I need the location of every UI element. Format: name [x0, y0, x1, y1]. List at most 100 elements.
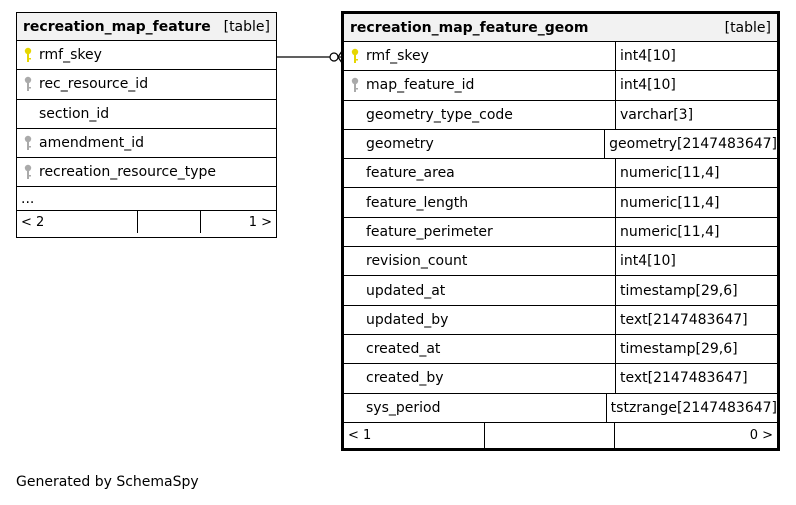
primary-key-icon: [344, 42, 366, 70]
table-row[interactable]: feature_length numeric[11,4]: [344, 188, 777, 218]
column-type: int4[10]: [615, 71, 777, 100]
table-row[interactable]: amendment_id: [17, 129, 276, 159]
column-type: tstzrange[2147483647]: [605, 393, 777, 422]
column-name-cell: updated_at: [344, 276, 615, 304]
column-name-cell: map_feature_id: [344, 71, 615, 99]
column-type: varchar[3]: [615, 100, 777, 129]
column-name: amendment_id: [39, 135, 144, 152]
column-name-cell: created_at: [344, 335, 615, 363]
column-name: updated_at: [366, 282, 446, 299]
column-name: geometry_type_code: [366, 106, 513, 123]
column-name: created_by: [366, 370, 444, 387]
column-type: text[2147483647]: [615, 305, 777, 334]
column-name: updated_by: [366, 311, 449, 328]
no-key-spacer: [344, 394, 366, 422]
column-type: timestamp[29,6]: [615, 276, 777, 305]
no-key-spacer: [344, 247, 366, 275]
foreign-key-icon: [344, 71, 366, 99]
no-key-spacer: [344, 306, 366, 334]
table-row[interactable]: feature_area numeric[11,4]: [344, 159, 777, 189]
column-name: geometry: [366, 136, 434, 153]
foreign-key-icon: [17, 70, 39, 98]
column-name-cell: revision_count: [344, 247, 615, 275]
column-name: feature_length: [366, 194, 469, 211]
table-row[interactable]: recreation_resource_type: [17, 158, 276, 188]
column-type: numeric[11,4]: [615, 188, 777, 217]
left-table-footer-spacer: [138, 211, 201, 234]
column-name-cell: recreation_resource_type: [17, 158, 276, 186]
no-key-spacer: [344, 188, 366, 216]
column-type: numeric[11,4]: [615, 159, 777, 188]
column-name: map_feature_id: [366, 77, 475, 94]
right-table-footer: < 1 0 >: [344, 422, 777, 448]
no-key-spacer: [344, 218, 366, 246]
table-row[interactable]: rmf_skey int4[10]: [344, 42, 777, 72]
column-type: int4[10]: [615, 42, 777, 71]
generated-by-label: Generated by SchemaSpy: [16, 474, 199, 490]
column-name: revision_count: [366, 253, 468, 270]
left-table-footer: < 2 1 >: [17, 211, 276, 234]
left-table-type-label: [table]: [223, 18, 270, 35]
column-name: created_at: [366, 341, 441, 358]
column-name-cell: sys_period: [344, 394, 606, 422]
foreign-key-icon: [17, 158, 39, 186]
table-row[interactable]: section_id: [17, 100, 276, 129]
column-name-cell: feature_perimeter: [344, 218, 615, 246]
column-name-cell: rmf_skey: [344, 42, 615, 70]
no-key-spacer: [344, 101, 366, 129]
no-key-spacer: [344, 276, 366, 304]
right-table[interactable]: recreation_map_feature_geom [table] rmf_…: [341, 11, 780, 451]
column-name-cell: geometry: [344, 130, 604, 158]
column-name: rmf_skey: [39, 47, 102, 64]
column-type: text[2147483647]: [615, 364, 777, 393]
primary-key-icon: [17, 41, 39, 69]
right-table-header[interactable]: recreation_map_feature_geom [table]: [344, 14, 777, 42]
column-name: feature_perimeter: [366, 223, 493, 240]
right-table-parents-count[interactable]: < 1: [344, 422, 485, 448]
table-row[interactable]: rec_resource_id: [17, 70, 276, 100]
table-row[interactable]: updated_at timestamp[29,6]: [344, 276, 777, 306]
column-name-cell: amendment_id: [17, 129, 276, 157]
table-row[interactable]: feature_perimeter numeric[11,4]: [344, 217, 777, 248]
no-key-spacer: [17, 100, 39, 128]
right-table-type-label: [table]: [724, 19, 771, 36]
table-row[interactable]: geometry_type_code varchar[3]: [344, 100, 777, 130]
table-row[interactable]: revision_count int4[10]: [344, 247, 777, 277]
table-row[interactable]: created_at timestamp[29,6]: [344, 334, 777, 365]
column-name: rmf_skey: [366, 48, 429, 65]
right-table-children-count[interactable]: 0 >: [749, 427, 773, 443]
column-name-cell: feature_area: [344, 159, 615, 187]
column-type: geometry[2147483647]: [604, 129, 777, 159]
column-type: numeric[11,4]: [615, 217, 777, 247]
table-row[interactable]: map_feature_id int4[10]: [344, 71, 777, 101]
right-table-footer-spacer: [485, 422, 615, 448]
table-row[interactable]: geometry geometry[2147483647]: [344, 129, 777, 160]
left-table-header[interactable]: recreation_map_feature [table]: [17, 13, 276, 41]
left-table-children-count[interactable]: 1 >: [248, 214, 272, 230]
column-name-cell: feature_length: [344, 188, 615, 216]
left-table-more: ...: [17, 187, 276, 212]
column-name-cell: rmf_skey: [17, 41, 276, 69]
column-type: int4[10]: [615, 247, 777, 276]
no-key-spacer: [344, 130, 366, 158]
column-name-cell: updated_by: [344, 306, 615, 334]
table-row[interactable]: created_by text[2147483647]: [344, 364, 777, 394]
column-name: section_id: [39, 105, 110, 122]
right-table-name[interactable]: recreation_map_feature_geom: [350, 19, 589, 36]
left-table-parents-count[interactable]: < 2: [17, 211, 138, 234]
column-name: recreation_resource_type: [39, 164, 217, 181]
left-table-name[interactable]: recreation_map_feature: [23, 18, 211, 35]
table-row[interactable]: updated_by text[2147483647]: [344, 305, 777, 335]
column-name-cell: rec_resource_id: [17, 70, 276, 98]
foreign-key-icon: [17, 129, 39, 157]
table-row[interactable]: rmf_skey: [17, 41, 276, 71]
no-key-spacer: [344, 335, 366, 363]
no-key-spacer: [344, 364, 366, 392]
column-name: feature_area: [366, 165, 455, 182]
column-type: timestamp[29,6]: [615, 334, 777, 364]
